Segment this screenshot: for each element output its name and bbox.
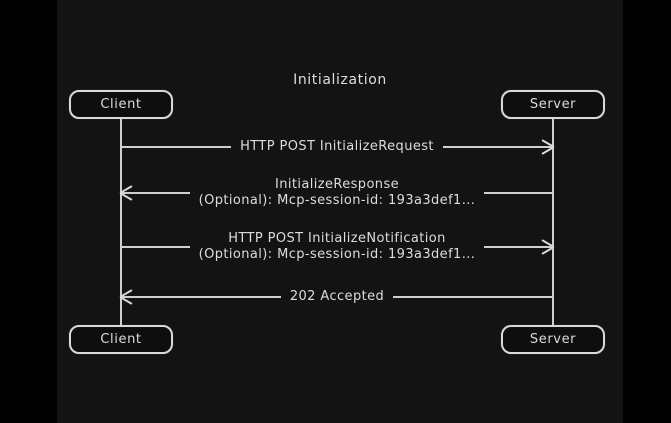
diagram-title: Initialization (293, 72, 387, 88)
message-label: HTTP POST InitializeRequest (231, 138, 443, 156)
arrowhead-left-icon (120, 288, 135, 306)
arrowhead-left-icon (120, 184, 135, 202)
message-initialize-request: HTTP POST InitializeRequest (121, 129, 553, 165)
server-lifeline (552, 119, 554, 325)
arrowhead-right-icon (539, 238, 554, 256)
message-label: InitializeResponse (Optional): Mcp-sessi… (189, 176, 485, 210)
actor-box-server-bottom: Server (501, 325, 605, 354)
message-label-line1: HTTP POST InitializeNotification (228, 231, 446, 246)
arrowhead-right-icon (539, 138, 554, 156)
actor-box-client-top: Client (69, 90, 173, 119)
message-label: HTTP POST InitializeNotification (Option… (189, 230, 485, 264)
message-label-line2: (Optional): Mcp-session-id: 193a3def1... (198, 193, 476, 208)
message-initialize-notification: HTTP POST InitializeNotification (Option… (121, 229, 553, 265)
diagram-canvas: Initialization Client Server HTTP POST I… (57, 0, 623, 423)
actor-server-top-label: Server (529, 97, 577, 112)
message-label-line1: InitializeResponse (274, 177, 400, 192)
message-initialize-response: InitializeResponse (Optional): Mcp-sessi… (121, 175, 553, 211)
actor-box-client-bottom: Client (69, 325, 173, 354)
actor-client-top-label: Client (100, 97, 142, 112)
message-label-line1: 202 Accepted (289, 289, 385, 304)
message-202-accepted: 202 Accepted (121, 279, 553, 315)
message-label-line1: HTTP POST InitializeRequest (240, 139, 434, 154)
actor-box-server-top: Server (501, 90, 605, 119)
message-label-line2: (Optional): Mcp-session-id: 193a3def1... (198, 247, 476, 262)
actor-server-bottom-label: Server (529, 332, 577, 347)
actor-client-bottom-label: Client (100, 332, 142, 347)
client-lifeline (120, 119, 122, 325)
message-label: 202 Accepted (280, 288, 394, 306)
